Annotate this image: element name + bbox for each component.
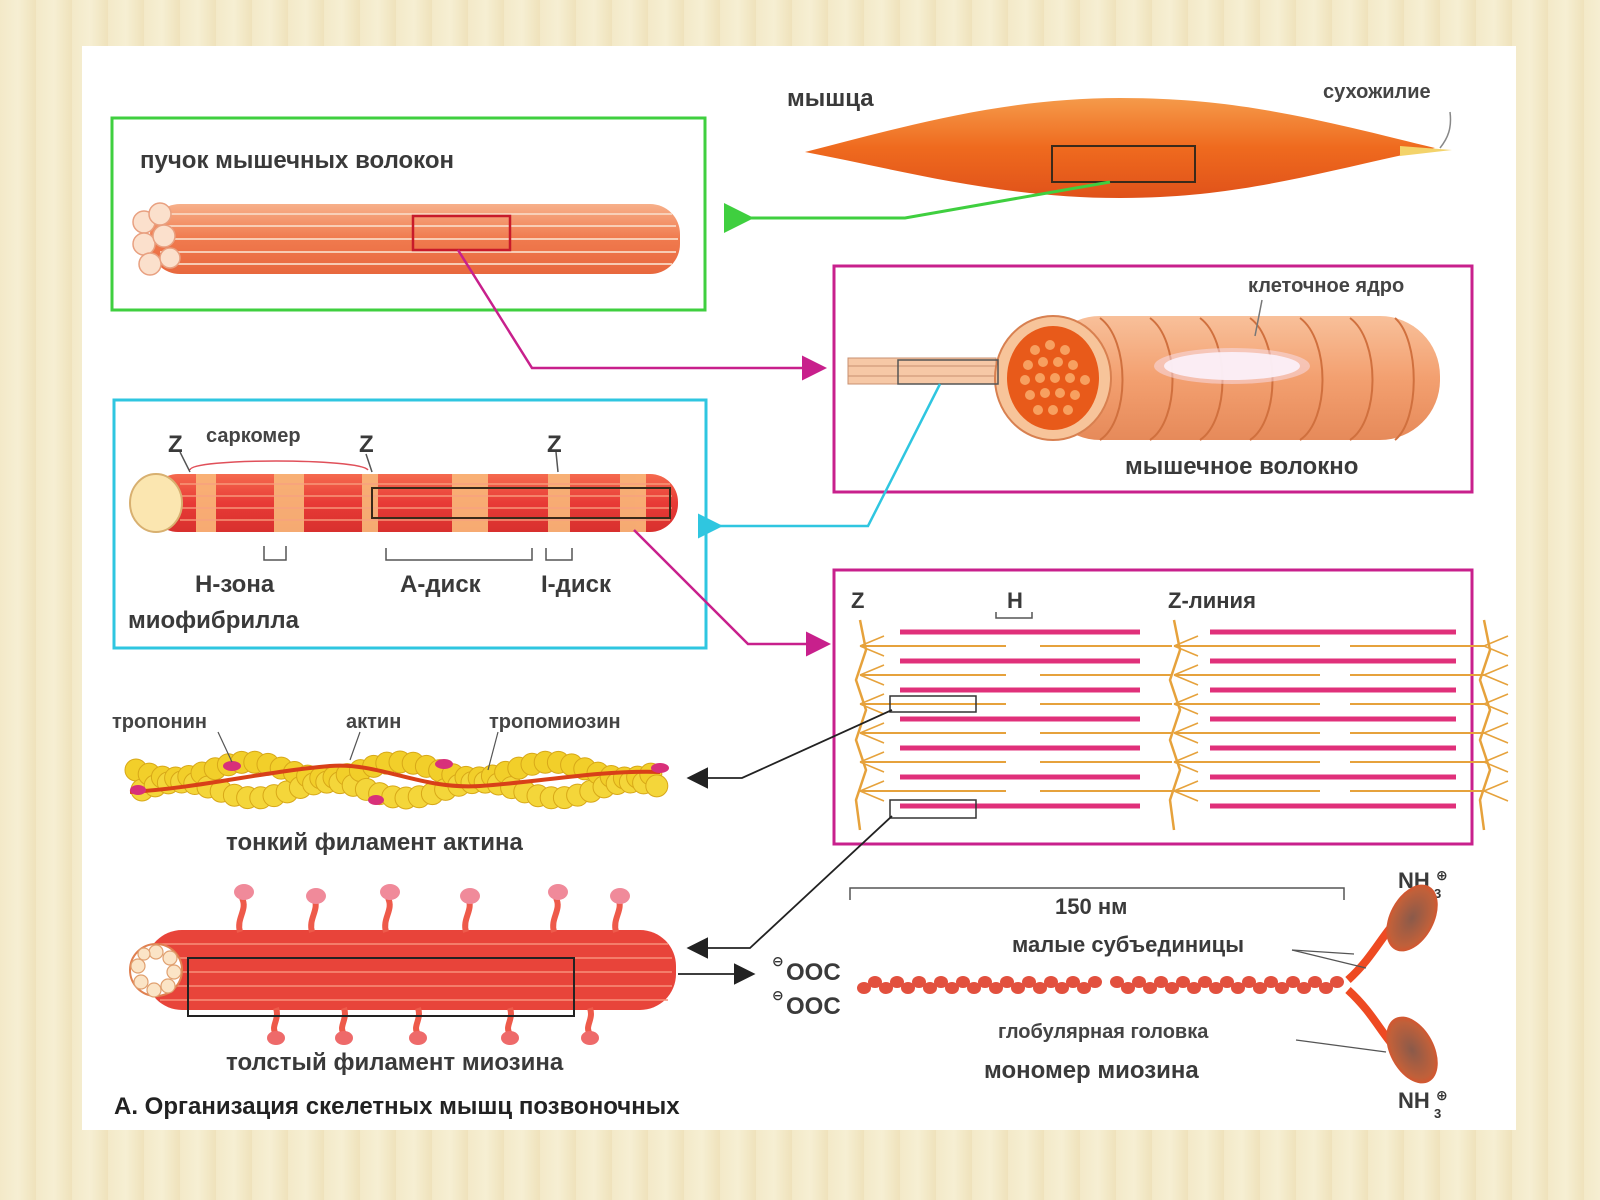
myofibril-box — [112, 398, 708, 650]
nh3-top-sub: 3 — [1434, 886, 1441, 901]
thick-myosin-filament — [129, 884, 756, 1045]
myofibril-to-sarcomere-arrow — [633, 529, 831, 657]
sarcomere-h-label: Н — [1007, 588, 1023, 613]
globular-head-label: глобулярная головка — [998, 1021, 1209, 1043]
myofibril-illustration — [129, 451, 678, 561]
fiber-to-myofibril-arrow — [698, 383, 942, 539]
a-disk-label: А-диск — [400, 571, 482, 598]
tropomyosin-label: тропомиозин — [489, 711, 621, 733]
sarcomere-box — [832, 568, 1474, 846]
i-disk-label: I-диск — [541, 571, 612, 598]
ooc-label-1: OOC — [786, 959, 841, 986]
fiber-label: мышечное волокно — [1125, 453, 1358, 480]
troponin-label: тропонин — [112, 711, 207, 733]
bundle-box — [110, 116, 707, 312]
length-150nm-label: 150 нм — [1055, 894, 1127, 919]
sarcomere-filaments — [854, 619, 1509, 831]
small-subunits-label: малые субъединицы — [1012, 932, 1244, 957]
tendon-label: сухожилие — [1323, 81, 1431, 103]
thin-filament-label: тонкий филамент актина — [226, 829, 524, 856]
fiber-box — [832, 264, 1474, 494]
bundle-to-fiber-arrow — [456, 249, 827, 381]
z-label-2: Z — [359, 431, 374, 458]
nucleus-label: клеточное ядро — [1248, 275, 1404, 297]
myosin-monomer-illustration — [857, 884, 1438, 1084]
muscle-illustration — [805, 98, 1452, 198]
length-bracket — [849, 887, 1345, 900]
muscle-fiber-illustration — [847, 299, 1440, 441]
myosin-monomer-label: мономер миозина — [984, 1057, 1199, 1084]
myofibril-label: миофибрилла — [128, 607, 300, 634]
nh3-top-charge: ⊕ — [1436, 867, 1448, 883]
fiber-bundle-illustration — [132, 202, 680, 276]
ooc-label-2: OOC — [786, 993, 841, 1020]
z-label-3: Z — [547, 431, 562, 458]
nh3-bottom-charge: ⊕ — [1436, 1087, 1448, 1103]
thick-filament-callout-box — [889, 799, 977, 819]
nh3-bottom-sub: 3 — [1434, 1106, 1441, 1121]
bundle-label: пучок мышечных волокон — [140, 147, 454, 174]
z-label-1: Z — [168, 431, 183, 458]
charge-minus-1: ⊖ — [772, 953, 784, 969]
h-zone-label: Н-зона — [195, 571, 275, 598]
muscle-label: мышца — [787, 85, 874, 112]
sarcomere-to-thin-arrow — [686, 709, 893, 789]
thin-filament-callout-box — [889, 695, 977, 713]
sarcomere-label: саркомер — [206, 425, 301, 447]
z-line-label: Z-линия — [1168, 588, 1256, 613]
thick-filament-label: толстый филамент миозина — [226, 1049, 564, 1076]
sarcomere-z-label: Z — [851, 588, 864, 613]
nh3-bottom-label: NH — [1398, 1088, 1430, 1113]
thin-actin-filament — [124, 731, 669, 810]
charge-minus-2: ⊖ — [772, 987, 784, 1003]
figure-caption: А. Организация скелетных мышц позвоночны… — [114, 1093, 680, 1120]
sarcomere-to-thick-arrow — [686, 815, 893, 959]
actin-label: актин — [346, 711, 401, 733]
muscle-to-bundle-arrow — [724, 180, 1111, 233]
